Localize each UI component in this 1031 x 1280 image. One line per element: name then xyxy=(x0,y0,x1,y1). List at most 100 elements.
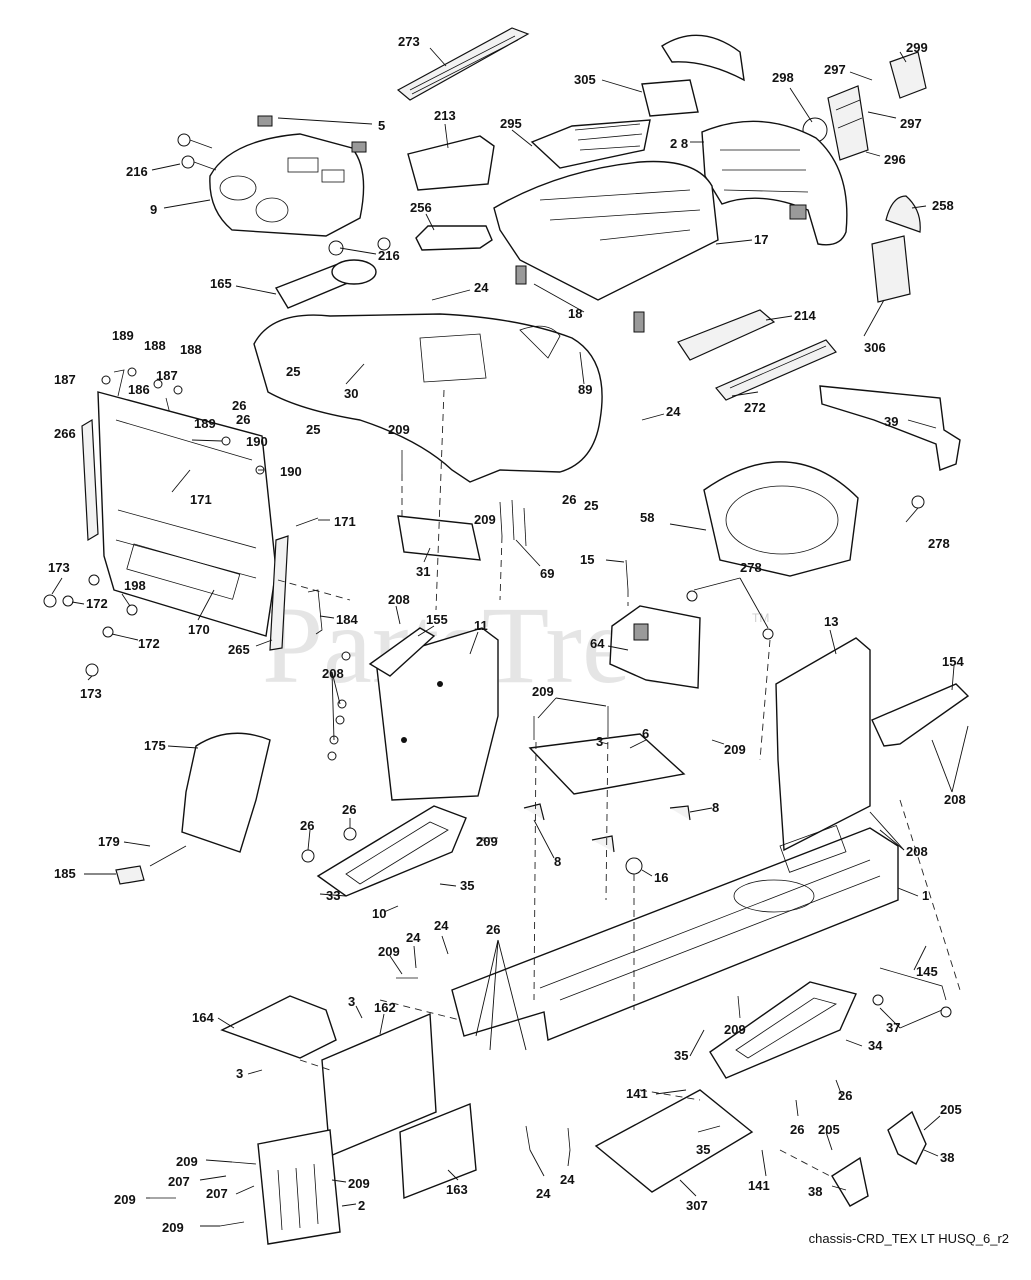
callout-165: 165 xyxy=(210,276,232,291)
callout-31: 31 xyxy=(416,564,430,579)
part-170-front-grille xyxy=(97,391,277,637)
callout-173-bottom: 173 xyxy=(80,686,102,701)
part-37-bolt-a xyxy=(872,994,884,1006)
part-37-bolt-b xyxy=(940,1006,952,1018)
callout-8-left: 8 xyxy=(554,854,561,869)
callout-5: 5 xyxy=(378,118,385,133)
callout-186: 186 xyxy=(128,382,150,397)
part-30-fender xyxy=(253,313,603,483)
part-38-bracket-a xyxy=(887,1110,927,1165)
callout-labels: 273 305 298 297 299 297 296 2 8 295 213 … xyxy=(48,34,966,1235)
callout-256: 256 xyxy=(410,200,432,215)
part-296-299-headlight xyxy=(827,51,927,161)
part-209-bolts xyxy=(150,450,741,1227)
part-265-strip xyxy=(269,535,289,651)
callout-298: 298 xyxy=(772,70,794,85)
callout-208-right-a: 208 xyxy=(944,792,966,807)
callout-187-right: 187 xyxy=(156,368,178,383)
part-9-console xyxy=(209,133,365,237)
part-266-strip xyxy=(81,418,99,542)
callout-25-mid: 25 xyxy=(584,498,598,513)
callout-26-footrest-b: 26 xyxy=(300,818,314,833)
callout-64: 64 xyxy=(590,636,605,651)
part-6-plate xyxy=(528,733,686,795)
callout-155: 155 xyxy=(426,612,448,627)
callout-173-top: 173 xyxy=(48,560,70,575)
callout-3-front: 3 xyxy=(236,1066,243,1081)
callout-17: 17 xyxy=(754,232,768,247)
callout-28: 2 8 xyxy=(670,136,688,151)
callout-35-footrest: 35 xyxy=(460,878,474,893)
part-216-bolts xyxy=(177,133,391,256)
callout-207-right: 207 xyxy=(206,1186,228,1201)
callout-307: 307 xyxy=(686,1198,708,1213)
part-69-screws xyxy=(499,499,527,547)
callout-208-top: 208 xyxy=(388,592,410,607)
callout-24-bottom-b: 24 xyxy=(560,1172,575,1187)
callout-216-top: 216 xyxy=(126,164,148,179)
callout-8-right: 8 xyxy=(712,800,719,815)
part-64-block xyxy=(609,605,701,689)
callout-141-top: 141 xyxy=(626,1086,648,1101)
part-33-footrest xyxy=(316,805,467,897)
part-258-lens xyxy=(885,195,921,233)
part-213-panel xyxy=(407,135,495,191)
callout-208-left: 208 xyxy=(322,666,344,681)
callout-278-right: 278 xyxy=(928,536,950,551)
callout-145: 145 xyxy=(916,964,938,979)
callout-172-bottom: 172 xyxy=(138,636,160,651)
part-nuts-washers xyxy=(43,574,138,677)
part-16-nut xyxy=(625,857,643,875)
part-154-link xyxy=(871,683,970,747)
part-8-clips xyxy=(523,803,691,853)
callout-209-mid: 209 xyxy=(474,512,496,527)
part-184-clip xyxy=(307,589,323,635)
callout-154: 154 xyxy=(942,654,964,669)
callout-2: 2 xyxy=(358,1198,365,1213)
part-273-grille xyxy=(396,27,530,101)
callout-216-bottom: 216 xyxy=(378,248,400,263)
callout-209-front-d: 209 xyxy=(162,1220,184,1235)
part-256 xyxy=(415,225,493,251)
callout-179: 179 xyxy=(98,834,120,849)
part-26-nut-b xyxy=(301,849,315,863)
callout-209-frame-right: 209 xyxy=(724,1022,746,1037)
callout-26-left-a: 26 xyxy=(232,398,246,413)
part-17-hood xyxy=(493,160,719,301)
callout-18: 18 xyxy=(568,306,582,321)
callout-278-mid: 278 xyxy=(740,560,762,575)
callout-3-plate: 3 xyxy=(596,734,603,749)
callout-89: 89 xyxy=(578,382,592,397)
callout-266: 266 xyxy=(54,426,76,441)
callout-209-front-a: 209 xyxy=(176,1154,198,1169)
callout-209-footrest: 209 xyxy=(476,834,498,849)
part-18-tabs xyxy=(515,265,645,333)
callout-189-bottom: 189 xyxy=(194,416,216,431)
callout-209-frame: 209 xyxy=(378,944,400,959)
part-295-vent xyxy=(530,119,651,169)
callout-188-right: 188 xyxy=(180,342,202,357)
part-278-screw-b xyxy=(686,590,698,602)
callout-35-plate: 35 xyxy=(696,1142,710,1157)
callout-175: 175 xyxy=(144,738,166,753)
callout-190-bottom: 190 xyxy=(280,464,302,479)
callout-171-left: 171 xyxy=(190,492,212,507)
part-278-screw-a xyxy=(911,495,925,509)
callout-26-right-a: 26 xyxy=(838,1088,852,1103)
callout-24-frame-b: 24 xyxy=(406,930,421,945)
part-278-screw-c xyxy=(762,628,774,640)
callout-39: 39 xyxy=(884,414,898,429)
callout-38-left: 38 xyxy=(808,1184,822,1199)
part-306-block xyxy=(871,235,911,303)
leader-lines xyxy=(51,47,969,1227)
callout-213: 213 xyxy=(434,108,456,123)
part-214 xyxy=(677,309,776,361)
part-cup-holder xyxy=(331,259,377,285)
part-163-plate xyxy=(399,1103,477,1200)
callout-25-top: 25 xyxy=(286,364,300,379)
callout-35-frame: 35 xyxy=(674,1048,688,1063)
callout-272: 272 xyxy=(744,400,766,415)
callout-185: 185 xyxy=(54,866,76,881)
callout-11: 11 xyxy=(474,618,488,633)
callout-58: 58 xyxy=(640,510,654,525)
